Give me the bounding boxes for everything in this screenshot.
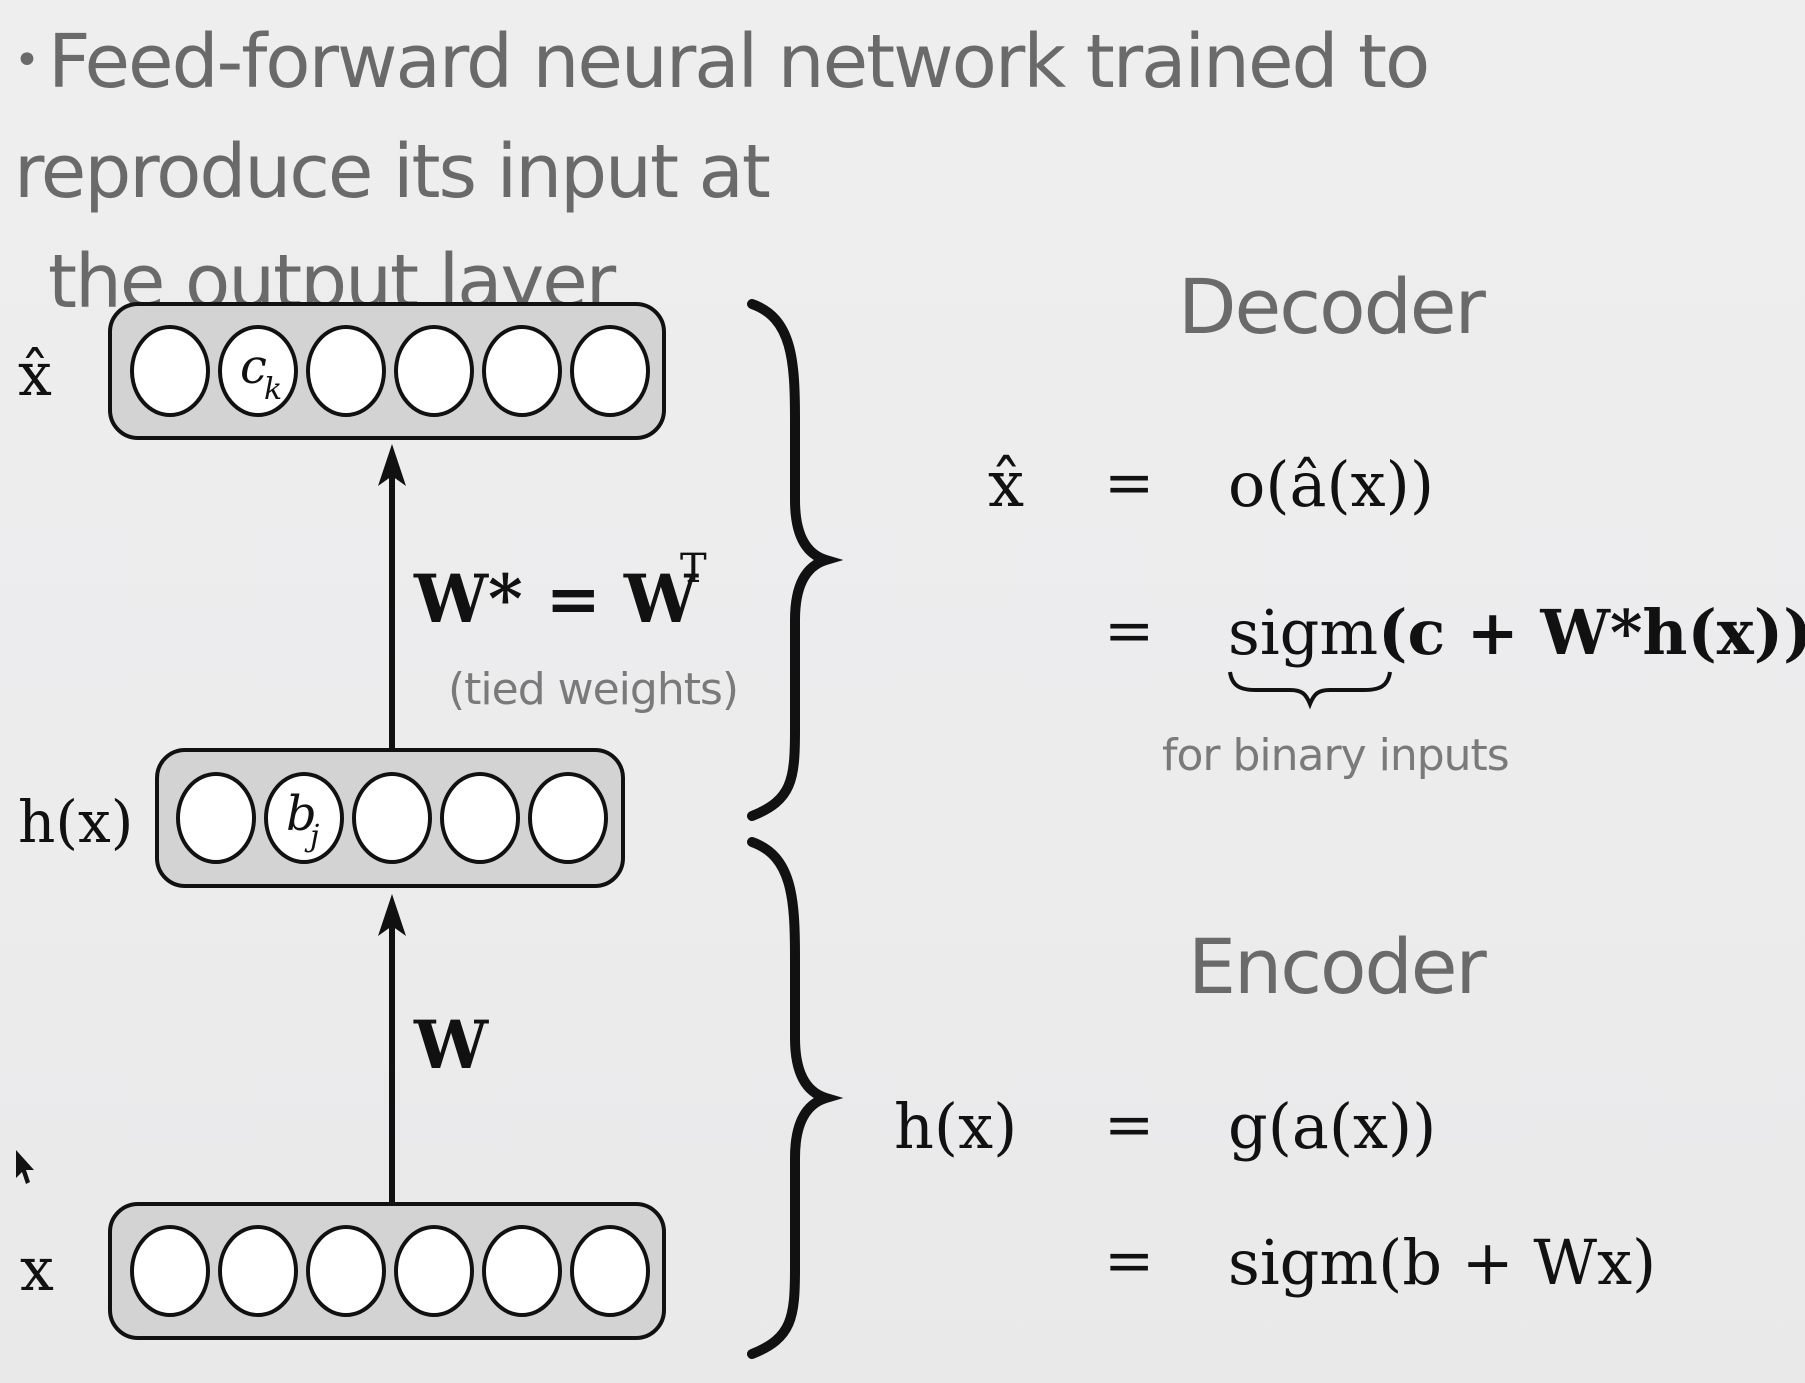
decoder-heading: Decoder bbox=[1178, 262, 1486, 351]
decoder-eq2-op: = bbox=[1104, 596, 1155, 666]
tied-weights-caption: (tied weights) bbox=[448, 664, 739, 715]
encoder-eq1-lhs: h(x) bbox=[894, 1090, 1018, 1163]
bullet-text-line-1: Feed-forward neural network trained to r… bbox=[14, 19, 1430, 215]
sigm-underbrace bbox=[1228, 671, 1392, 710]
input-unit bbox=[130, 1225, 210, 1317]
hidden-layer-label: h(x) bbox=[18, 788, 133, 856]
output-layer: ck x̂ bbox=[18, 302, 666, 440]
hidden-unit bbox=[352, 772, 432, 864]
bullet-line-1: •Feed-forward neural network trained to … bbox=[14, 6, 1804, 227]
hidden-unit bbox=[528, 772, 608, 864]
output-unit bbox=[394, 325, 474, 417]
bullet-dot: • bbox=[14, 35, 40, 86]
encoder-brace bbox=[747, 837, 844, 1359]
input-layer-label: x bbox=[20, 1235, 54, 1305]
decoder-arrow bbox=[378, 444, 406, 748]
mouse-cursor-icon bbox=[16, 1150, 34, 1184]
hidden-unit bbox=[176, 772, 256, 864]
encoder-eq1-op: = bbox=[1104, 1090, 1155, 1160]
output-layer-label: x̂ bbox=[18, 340, 52, 410]
decoder-eq2-args: (c + W*h(x)) bbox=[1378, 596, 1805, 669]
input-unit bbox=[482, 1225, 562, 1317]
decoder-weight-superscript: T bbox=[680, 546, 707, 592]
hidden-special-unit-label: b bbox=[286, 786, 317, 842]
input-units bbox=[130, 1225, 650, 1317]
input-unit bbox=[570, 1225, 650, 1317]
hidden-unit bbox=[440, 772, 520, 864]
encoder-weight-label: W bbox=[413, 1006, 489, 1084]
encoder-arrow bbox=[378, 894, 406, 1202]
encoder-heading: Encoder bbox=[1188, 922, 1487, 1011]
decoder-eq2-rhs: sigm(c + W*h(x)) bbox=[1228, 596, 1805, 669]
input-unit bbox=[306, 1225, 386, 1317]
output-unit bbox=[482, 325, 562, 417]
input-unit bbox=[394, 1225, 474, 1317]
output-unit bbox=[130, 325, 210, 417]
hidden-layer: bj h(x) bbox=[18, 748, 625, 888]
input-unit bbox=[218, 1225, 298, 1317]
input-layer: x bbox=[20, 1202, 666, 1340]
decoder-eq1-rhs: o(â(x)) bbox=[1228, 448, 1435, 521]
output-special-unit-subscript: k bbox=[264, 372, 282, 407]
output-unit bbox=[570, 325, 650, 417]
output-unit bbox=[306, 325, 386, 417]
output-units: ck bbox=[130, 325, 650, 417]
hidden-units: bj bbox=[176, 772, 608, 864]
decoder-eq1-op: = bbox=[1104, 448, 1155, 518]
encoder-eq1-rhs: g(a(x)) bbox=[1228, 1090, 1437, 1163]
output-unit bbox=[218, 325, 298, 417]
decoder-weight-label: W* = W bbox=[413, 560, 699, 638]
encoder-eq2-op: = bbox=[1104, 1226, 1155, 1296]
decoder-brace bbox=[747, 299, 844, 821]
output-special-unit-label: c bbox=[240, 339, 267, 395]
for-binary-inputs-caption: for binary inputs bbox=[1162, 730, 1510, 781]
decoder-eq1-lhs: x̂ bbox=[988, 448, 1025, 522]
decoder-eq2-sigm: sigm bbox=[1228, 596, 1379, 669]
encoder-eq2-rhs: sigm(b + Wx) bbox=[1228, 1226, 1657, 1299]
hidden-unit bbox=[264, 772, 344, 864]
